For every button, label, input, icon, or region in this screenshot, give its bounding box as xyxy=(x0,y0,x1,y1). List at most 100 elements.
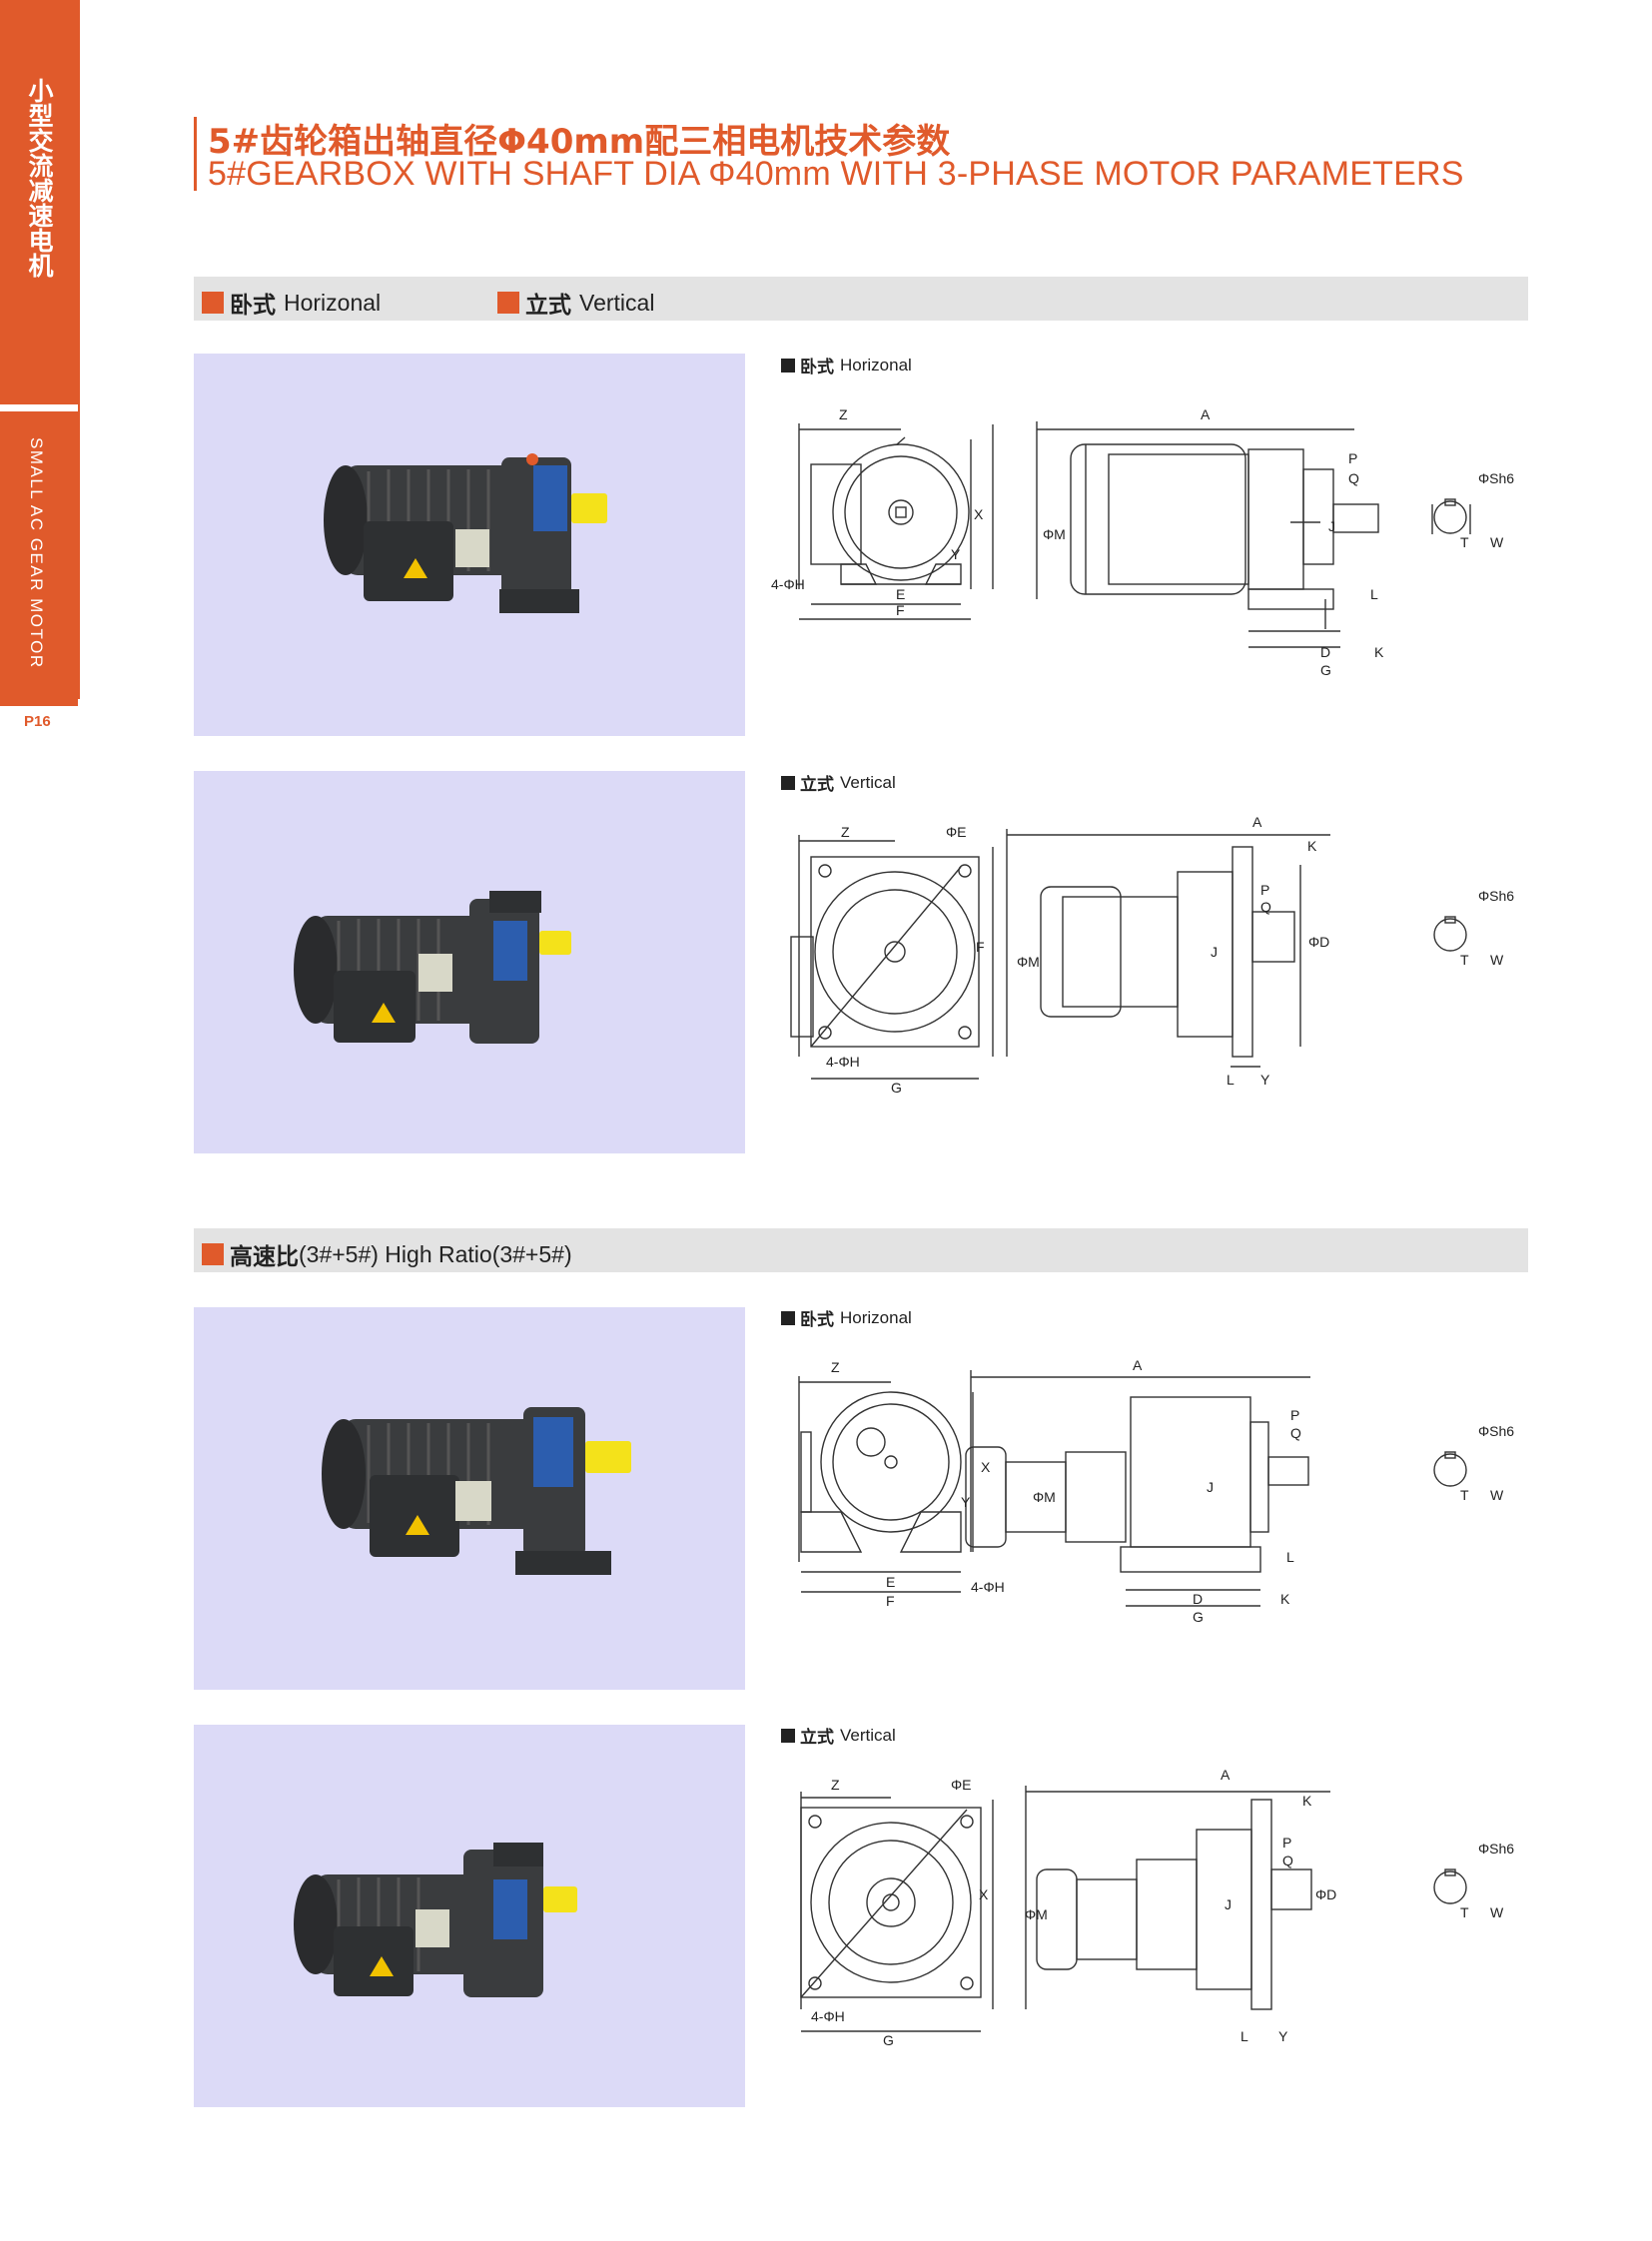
product-photo-high-ratio-horizontal xyxy=(194,1307,745,1690)
dim-label-k: K xyxy=(1280,1591,1290,1607)
dim-label-p: P xyxy=(1282,1835,1291,1851)
dim-label-q: Q xyxy=(1260,899,1271,915)
dim-label-d: D xyxy=(1320,644,1330,660)
dim-label-p: P xyxy=(1348,450,1357,466)
dim-label-q: Q xyxy=(1282,1853,1293,1868)
product-photo-vertical xyxy=(194,771,745,1153)
section-tab-vertical: 立式 Vertical xyxy=(497,286,654,320)
section-bar-high-ratio: 高速比 (3#+5#) High Ratio(3#+5#) xyxy=(194,1228,1528,1272)
section-tab-high-ratio: 高速比 (3#+5#) High Ratio(3#+5#) xyxy=(202,1237,572,1271)
section-bar-standard: 卧式 Horizonal 立式 Vertical xyxy=(194,277,1528,321)
dim-label-pd: ΦD xyxy=(1308,934,1329,950)
drawing-heading-high-ratio-horizontal: 卧式 Horizonal xyxy=(781,1305,912,1330)
dim-label-t: T xyxy=(1460,952,1469,968)
dim-label-x: X xyxy=(981,1459,991,1475)
dim-label-pe: ΦE xyxy=(946,824,967,840)
black-square-icon xyxy=(781,775,795,790)
motor-high-ratio-horizontal-image xyxy=(322,1407,631,1575)
dimension-drawing-high-ratio-vertical: Z ΦE X 4-ΦH G A K ΦM J P Q ΦD L Y ΦSh6 T… xyxy=(800,1767,1514,2048)
dim-label-m: ΦM xyxy=(1025,1906,1048,1922)
page-title-cn: 5#齿轮箱出轴直径Φ40mm配三相电机技术参数 xyxy=(208,122,951,162)
dim-label-s: ΦSh6 xyxy=(1478,888,1514,904)
dim-label-k: K xyxy=(1307,838,1317,854)
dim-label-a: A xyxy=(1252,817,1262,830)
sidebar-divider xyxy=(78,0,80,699)
motor-horizontal-image xyxy=(324,453,607,613)
dim-label-g: G xyxy=(891,1080,902,1096)
dim-label-s: ΦSh6 xyxy=(1478,470,1514,486)
dim-label-w: W xyxy=(1490,534,1504,550)
dim-label-w: W xyxy=(1490,1904,1504,1920)
orange-square-icon xyxy=(497,292,519,314)
dim-label-s: ΦSh6 xyxy=(1478,1841,1514,1857)
drawing-heading-horizontal: 卧式 Horizonal xyxy=(781,353,912,377)
dim-label-h: 4-ΦH xyxy=(826,1054,860,1070)
dim-label-pd: ΦD xyxy=(1315,1886,1336,1902)
dim-label-j: J xyxy=(1211,944,1218,960)
motor-vertical-image xyxy=(294,891,571,1044)
dim-label-p: P xyxy=(1290,1407,1299,1423)
sidebar-category-en-tab: SMALL AC GEAR MOTOR xyxy=(0,411,78,706)
dim-label-m: ΦM xyxy=(1033,1489,1056,1505)
section-tab-horizontal: 卧式 Horizonal xyxy=(202,286,381,320)
technical-drawing-high-ratio-horizontal: Z A X Y E F 4-ΦH ΦM J P Q L D K G ΦSh6 T… xyxy=(771,1352,1542,1692)
dim-label-t: T xyxy=(1460,1904,1469,1920)
dim-label-d: D xyxy=(1193,1591,1203,1607)
dim-label-e: E xyxy=(896,586,905,602)
dim-label-y: Y xyxy=(951,546,961,562)
motor-high-ratio-vertical-image xyxy=(294,1843,577,1997)
dim-label-k: K xyxy=(1374,644,1384,660)
dim-label-x: X xyxy=(974,506,984,522)
dim-label-j: J xyxy=(1225,1896,1232,1912)
technical-drawing-vertical: Z ΦE F 4-ΦH G A K ΦM P Q J ΦD L Y ΦSh6 T… xyxy=(771,814,1542,1156)
dim-label-g: G xyxy=(1193,1609,1204,1625)
dim-label-x: X xyxy=(979,1886,989,1902)
dim-label-l: L xyxy=(1240,2028,1248,2044)
product-photo-high-ratio-vertical xyxy=(194,1725,745,2107)
orange-square-icon xyxy=(202,292,224,314)
dim-label-e: E xyxy=(886,1574,895,1590)
dim-label-f: F xyxy=(976,939,985,955)
sidebar-category-en: SMALL AC GEAR MOTOR xyxy=(27,437,46,669)
dim-label-l: L xyxy=(1286,1549,1294,1565)
product-photo-horizontal xyxy=(194,354,745,736)
dim-label-y: Y xyxy=(961,1494,971,1510)
dimension-drawing-vertical: Z ΦE F 4-ΦH G A K ΦM P Q J ΦD L Y ΦSh6 T… xyxy=(790,814,1514,1096)
dim-label-j: J xyxy=(1328,518,1335,534)
dim-label-p: P xyxy=(1260,882,1269,898)
dim-label-z: Z xyxy=(831,1359,840,1375)
drawing-heading-high-ratio-vertical: 立式 Vertical xyxy=(781,1723,896,1748)
dim-label-q: Q xyxy=(1290,1425,1301,1441)
dimension-drawing-high-ratio-horizontal: Z A X Y E F 4-ΦH ΦM J P Q L D K G ΦSh6 T… xyxy=(798,1357,1514,1625)
black-square-icon xyxy=(781,1728,795,1743)
dim-label-y: Y xyxy=(1278,2028,1288,2044)
dim-label-j: J xyxy=(1207,1479,1214,1495)
dim-label-g: G xyxy=(1320,662,1331,678)
orange-square-icon xyxy=(202,1243,224,1265)
dim-label-w: W xyxy=(1490,1487,1504,1503)
dim-label-h: 4-ΦH xyxy=(811,2008,845,2024)
title-accent-bar xyxy=(194,117,197,191)
dim-label-h: 4-ΦH xyxy=(771,576,805,592)
dim-label-a: A xyxy=(1221,1770,1231,1783)
dim-label-t: T xyxy=(1460,534,1469,550)
dim-label-z: Z xyxy=(839,406,848,422)
drawing-heading-vertical: 立式 Vertical xyxy=(781,770,896,795)
dim-label-m: ΦM xyxy=(1043,526,1066,542)
dim-label-z: Z xyxy=(831,1777,840,1793)
page-title-en: 5#GEARBOX WITH SHAFT DIA Φ40mm WITH 3-PH… xyxy=(208,155,1464,193)
dim-label-k: K xyxy=(1302,1793,1312,1809)
black-square-icon xyxy=(781,1310,795,1325)
dim-label-a: A xyxy=(1201,406,1211,422)
sidebar-category-cn-tab: 小型交流减速电机 xyxy=(0,0,78,404)
dim-label-l: L xyxy=(1370,586,1378,602)
dim-label-y: Y xyxy=(1260,1072,1270,1088)
dim-label-h: 4-ΦH xyxy=(971,1579,1005,1595)
page-number: P16 xyxy=(24,713,51,730)
dim-label-m: ΦM xyxy=(1017,954,1040,970)
dim-label-w: W xyxy=(1490,952,1504,968)
dim-label-pe: ΦE xyxy=(951,1777,972,1793)
dim-label-f: F xyxy=(896,602,905,618)
technical-drawing-high-ratio-vertical: Z ΦE X 4-ΦH G A K ΦM J P Q ΦD L Y ΦSh6 T… xyxy=(771,1767,1542,2109)
dimension-drawing-horizontal: Z A X ΦM Y E F 4-ΦH P Q J L D K G ΦSh6 T… xyxy=(771,406,1514,678)
